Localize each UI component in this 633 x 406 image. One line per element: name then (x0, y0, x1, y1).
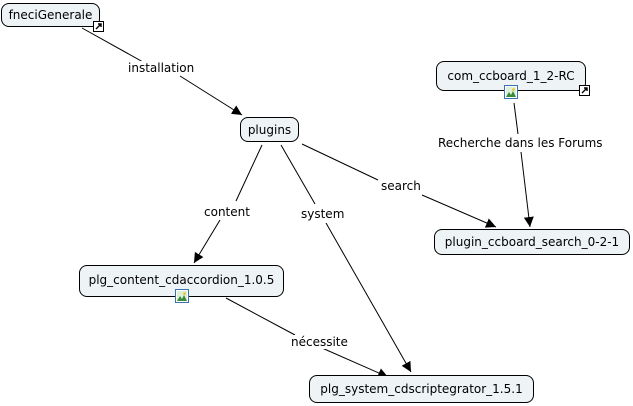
image-icon[interactable] (504, 85, 518, 99)
node-plugin-ccboard-search-label: plugin_ccboard_search_0-2-1 (444, 235, 620, 249)
node-fneci-generale-label: fneciGenerale (8, 8, 93, 22)
image-icon[interactable] (175, 289, 189, 303)
connector-plugins-search (301, 143, 379, 181)
arrow-search-plugin (421, 194, 497, 228)
arrow-necessite-integrator (321, 347, 389, 378)
link-label-search: search (379, 179, 423, 193)
node-plugins[interactable]: plugins (240, 117, 299, 142)
node-plg-system-cdscriptegrator-label: plg_system_cdscriptegrator_1.5.1 (320, 382, 523, 396)
connector-accordion-necessite (225, 297, 296, 336)
external-link-icon[interactable] (93, 21, 104, 32)
link-label-content: content (202, 205, 252, 219)
connector-ccboard-recherche (513, 102, 519, 135)
connector-fneci-installation (81, 27, 153, 68)
external-link-icon[interactable] (579, 85, 590, 96)
connector-plugins-system (280, 144, 316, 205)
link-label-installation: installation (126, 61, 197, 75)
node-com-ccboard-label: com_ccboard_1_2-RC (447, 69, 575, 83)
arrow-system-integrator (325, 222, 412, 373)
connector-plugins-content (235, 144, 263, 202)
arrow-content-accordion (193, 219, 221, 264)
link-label-recherche: Recherche dans les Forums (436, 136, 605, 150)
link-label-necessite: nécessite (289, 335, 350, 349)
node-plg-content-cdaccordion-label: plg_content_cdaccordion_1.0.5 (88, 273, 275, 287)
arrow-installation-plugins (179, 75, 243, 116)
node-plugins-label: plugins (247, 122, 292, 137)
arrow-recherche-plugin (520, 151, 534, 228)
link-label-system: system (299, 207, 347, 221)
node-fneci-generale[interactable]: fneciGenerale (1, 3, 100, 27)
node-plg-system-cdscriptegrator[interactable]: plg_system_cdscriptegrator_1.5.1 (309, 375, 534, 403)
node-plugin-ccboard-search[interactable]: plugin_ccboard_search_0-2-1 (434, 229, 630, 255)
